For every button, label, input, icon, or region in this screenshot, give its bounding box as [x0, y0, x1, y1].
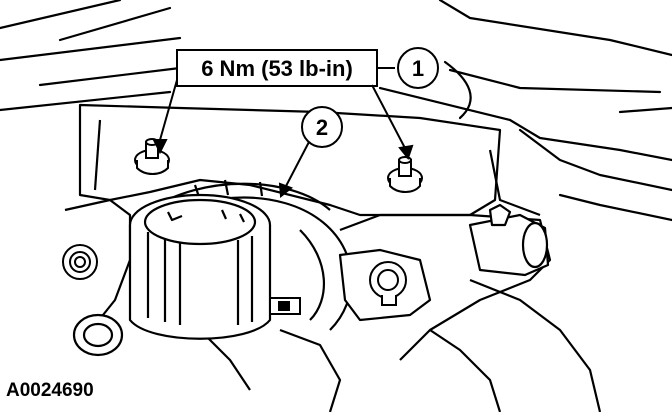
stud-nut-right	[387, 156, 423, 193]
figure-id: A0024690	[6, 380, 94, 401]
ring-connector	[269, 297, 301, 315]
upper-housing	[78, 103, 541, 217]
background-linework	[0, 0, 672, 222]
callout-2: 2	[301, 106, 343, 148]
torque-callout: 6 Nm (53 lb-in)	[176, 49, 378, 87]
lock-cylinder	[128, 193, 272, 340]
lower-bolt-left	[62, 244, 98, 280]
lower-bolt-right	[369, 261, 407, 306]
callout-2-label: 2	[316, 115, 328, 140]
switch-body	[338, 203, 550, 322]
leader-lines	[152, 67, 414, 198]
plug-left	[72, 313, 124, 357]
torque-label: 6 Nm (53 lb-in)	[201, 56, 353, 81]
callout-1: 1	[397, 47, 439, 89]
callout-1-label: 1	[412, 56, 424, 81]
